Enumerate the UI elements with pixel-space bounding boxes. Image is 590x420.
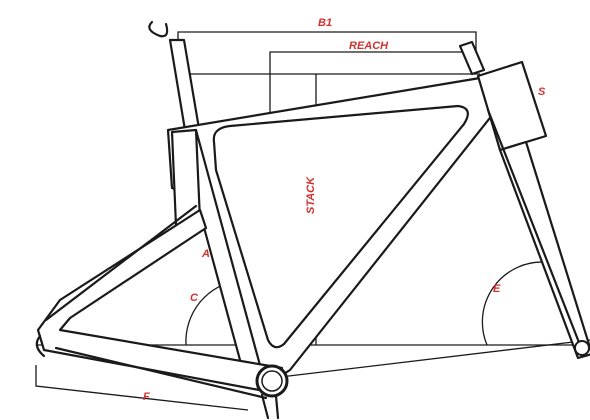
label-a: A <box>201 248 210 260</box>
label-f: F <box>143 391 150 403</box>
bottom-bracket-inner <box>261 370 283 392</box>
e-angle-arc <box>481 261 546 346</box>
frame-tubes <box>35 20 590 420</box>
label-b1: B1 <box>318 17 332 29</box>
chain-stay <box>54 346 268 400</box>
fork-dropout <box>574 340 590 356</box>
steerer-top <box>458 40 486 76</box>
dimension-labels: B1 REACH STACK S A C E F <box>143 17 546 403</box>
label-e: E <box>493 283 501 295</box>
label-s: S <box>538 86 546 98</box>
label-stack: STACK <box>305 176 317 214</box>
seat-stay <box>44 204 198 322</box>
main-triangle-inner <box>212 104 469 349</box>
saddle-clamp <box>148 20 169 38</box>
seat-tube-inner-edge <box>194 128 266 382</box>
bottom-bracket-shell <box>260 393 280 420</box>
chainstay-axis-line <box>271 339 590 379</box>
label-reach: REACH <box>349 40 389 52</box>
f-dimension-line <box>35 365 249 411</box>
rear-dropout <box>35 334 46 358</box>
head-tube <box>476 60 548 152</box>
label-c: C <box>190 292 199 304</box>
fork-edge <box>486 108 582 347</box>
